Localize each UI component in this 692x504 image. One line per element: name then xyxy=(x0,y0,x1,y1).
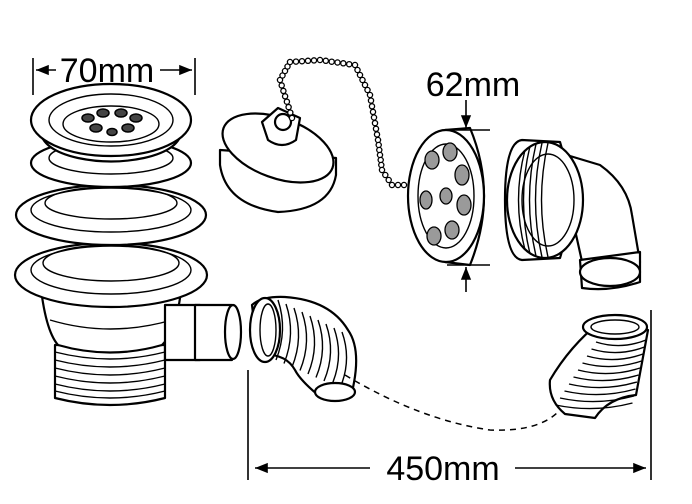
chain-bead xyxy=(364,86,371,94)
hose-rib xyxy=(283,303,292,364)
hose-rib xyxy=(595,339,647,347)
chain-bead xyxy=(278,82,285,89)
hose-rib xyxy=(559,395,635,403)
overflow-holes-icon xyxy=(419,142,472,246)
hose-rib xyxy=(323,323,332,382)
hose-rib xyxy=(582,360,642,368)
hose-rib xyxy=(299,311,308,371)
chain-bead xyxy=(361,81,369,89)
chain-bead xyxy=(368,103,376,110)
overflow-diameter-label: 62mm xyxy=(426,66,520,104)
chain-bead xyxy=(287,109,294,116)
hose-rib xyxy=(577,367,641,375)
chain-bead xyxy=(280,87,287,95)
chain-bead xyxy=(369,108,377,116)
chain-bead xyxy=(351,61,359,69)
chain-bead xyxy=(328,58,335,65)
hose-rib xyxy=(291,307,300,368)
chain-bead xyxy=(382,171,389,179)
chain-bead xyxy=(340,60,347,67)
chain-bead xyxy=(359,76,366,84)
hose-rib xyxy=(568,381,638,389)
chain-bead xyxy=(334,59,341,66)
back-nut xyxy=(14,183,208,247)
chain-bead xyxy=(304,57,312,65)
hose-rib xyxy=(591,346,645,354)
overflow-diameter-dimension: 62mm xyxy=(426,66,520,292)
chain-bead xyxy=(281,93,289,100)
chain-bead xyxy=(376,146,383,154)
chain-bead xyxy=(371,119,379,127)
hose-rib xyxy=(275,299,284,361)
chain-bead xyxy=(388,181,396,189)
chain-bead xyxy=(378,166,386,174)
chain-bead xyxy=(345,60,353,68)
hose-rib xyxy=(573,374,639,382)
overflow-elbow xyxy=(503,138,642,291)
hose-rib xyxy=(564,388,636,396)
chain-bead xyxy=(370,114,378,121)
chain-bead xyxy=(400,181,408,189)
hose-rib xyxy=(315,319,324,378)
chain xyxy=(276,56,408,189)
hose-length-dimension: 450mm xyxy=(247,310,652,488)
chain-bead xyxy=(316,56,324,64)
chain-bead xyxy=(298,57,306,65)
plug xyxy=(218,106,338,214)
hose-rib xyxy=(307,315,316,375)
overflow-plate xyxy=(406,126,486,267)
hose-rib xyxy=(555,402,633,410)
chain-bead xyxy=(394,181,402,189)
hose-end-right xyxy=(548,313,650,420)
chain-bead xyxy=(376,151,384,159)
hose-ribs xyxy=(555,339,647,410)
chain-bead xyxy=(356,71,364,79)
chain-bead xyxy=(288,114,296,122)
chain-bead xyxy=(292,58,300,65)
lower-gasket xyxy=(13,241,209,309)
hose-rib xyxy=(331,327,340,385)
chain-bead xyxy=(283,98,291,105)
hose-path-dashed xyxy=(344,374,561,431)
chain-bead xyxy=(322,57,330,65)
hose-rib xyxy=(586,353,644,361)
chain-bead xyxy=(373,131,381,138)
grate-holes-icon xyxy=(81,108,143,137)
hose-length-label: 450mm xyxy=(386,450,499,488)
chain-bead xyxy=(366,91,374,99)
chain-bead xyxy=(374,136,382,144)
chain-bead xyxy=(285,103,292,111)
thread-lines xyxy=(517,142,549,258)
chain-bead xyxy=(372,125,380,133)
chain-bead xyxy=(378,161,385,169)
chain-bead xyxy=(367,97,375,104)
chain-bead xyxy=(354,66,361,74)
waste-flange xyxy=(29,82,193,163)
chain-bead xyxy=(286,58,294,66)
hose-end-left xyxy=(248,295,358,403)
chain-bead xyxy=(385,176,392,184)
chain-bead xyxy=(310,57,318,64)
